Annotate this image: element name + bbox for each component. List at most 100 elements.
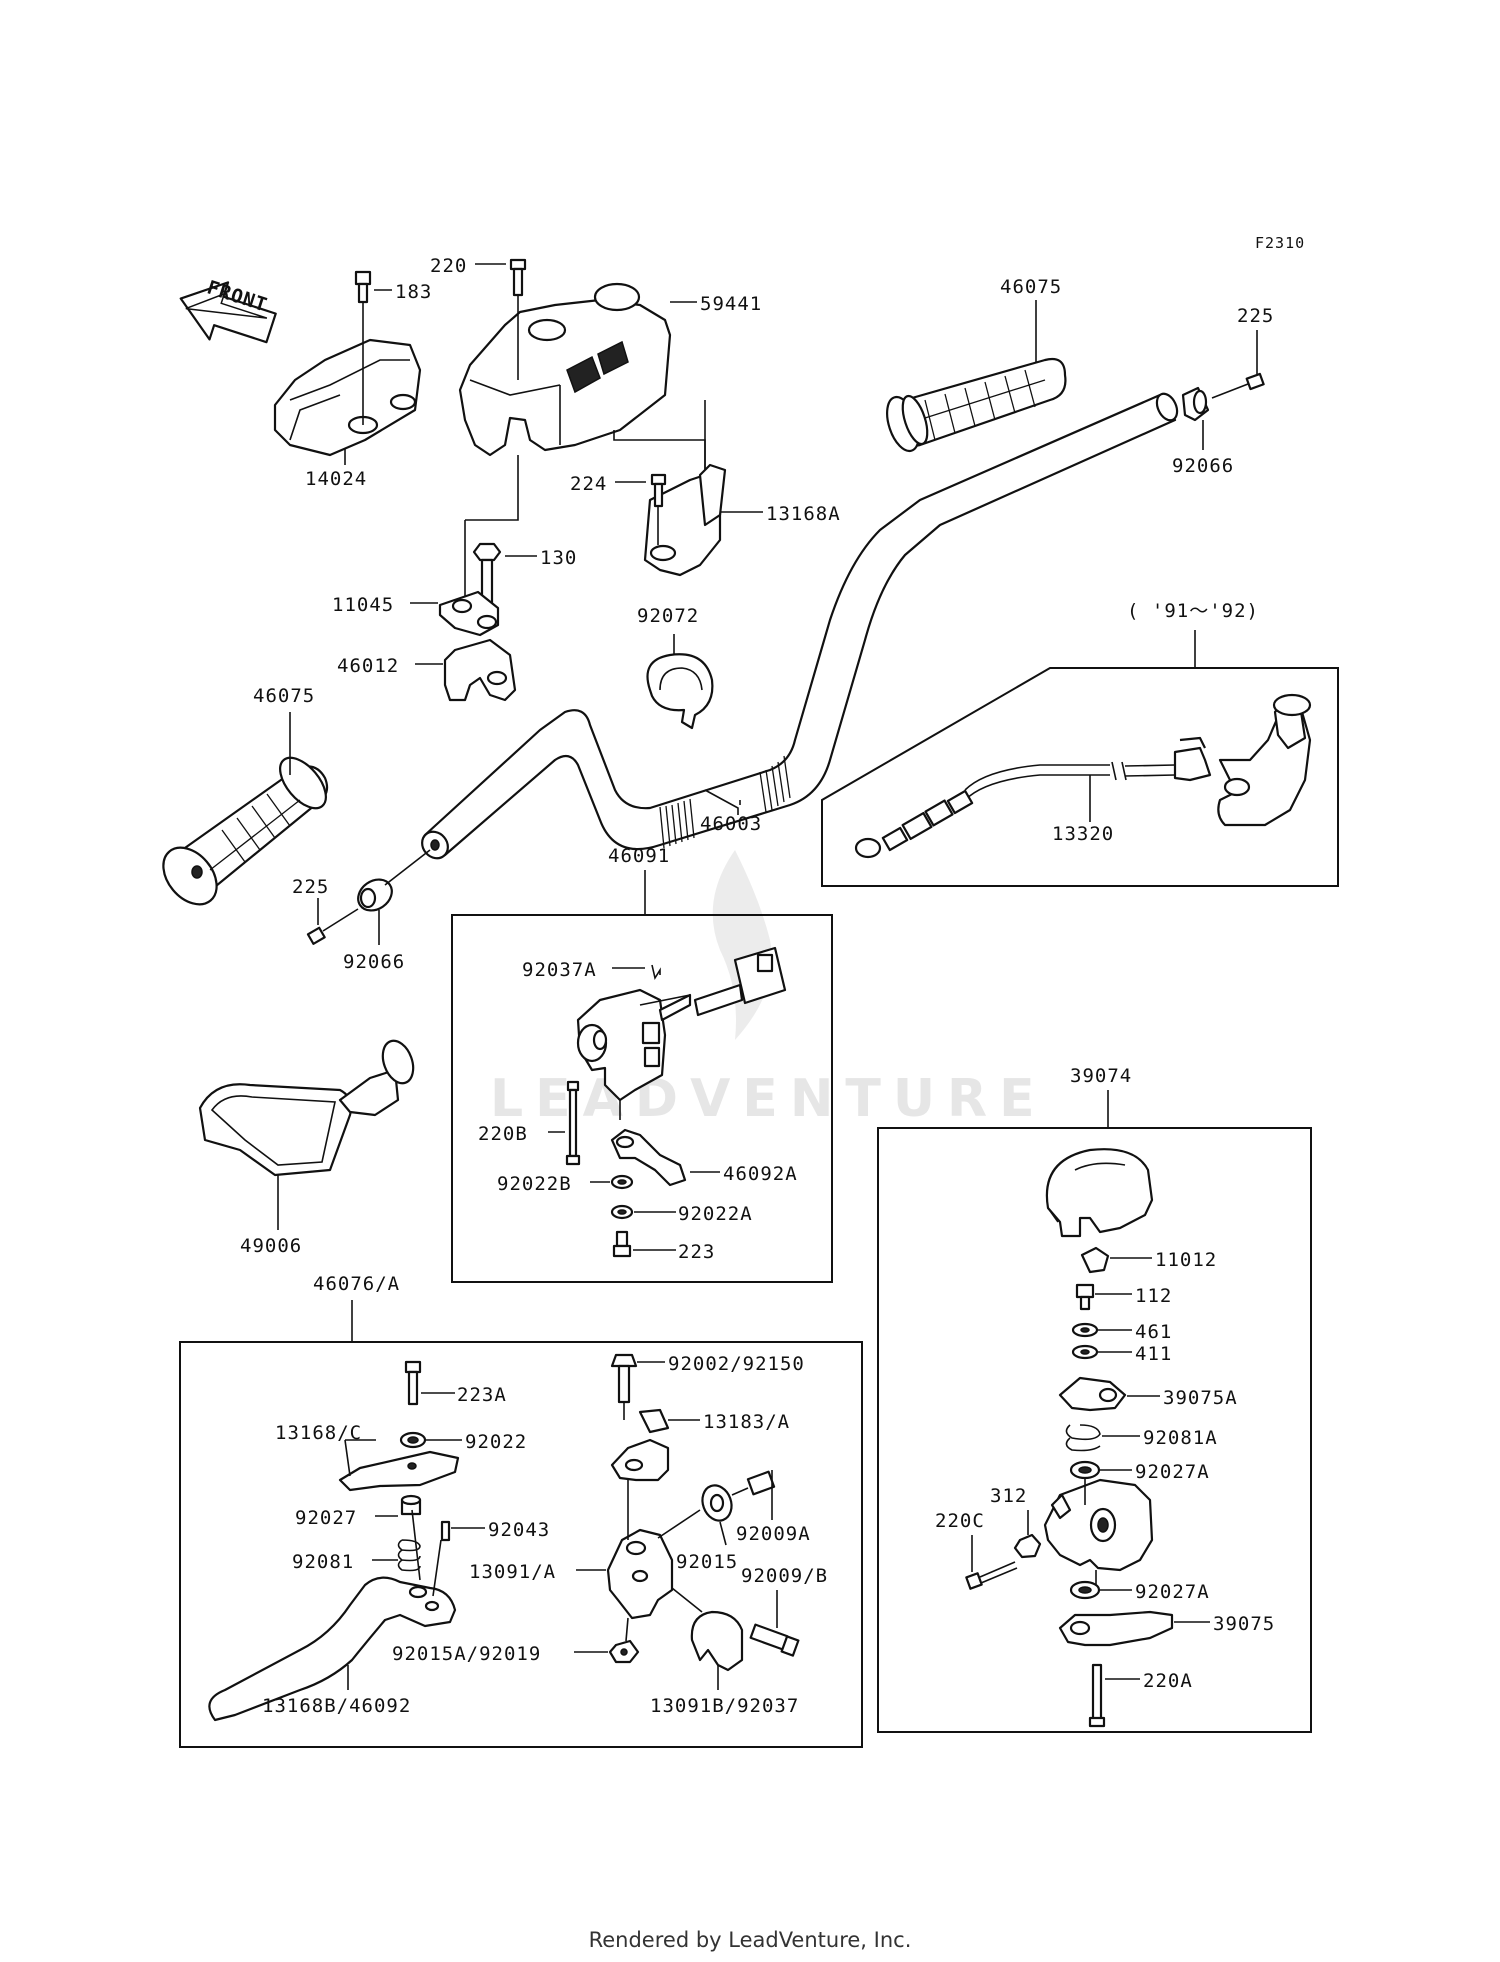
box-46076A-lever — [179, 1341, 863, 1748]
label-13320: 13320 — [1052, 823, 1114, 845]
part-92022B-washer — [610, 1174, 634, 1190]
part-92037A-pin — [651, 964, 661, 981]
label-225-right: 225 — [1237, 305, 1274, 327]
part-59441-housing-cover — [458, 282, 672, 457]
part-411-washer — [1071, 1344, 1099, 1360]
part-49006-hand-guard — [198, 1039, 415, 1177]
watermark-flame-icon — [712, 850, 772, 1040]
part-13183-bracket — [610, 1408, 670, 1482]
part-46092A-lever — [610, 1128, 687, 1187]
part-92081A-spring — [1065, 1424, 1101, 1452]
label-46076A: 46076/A — [313, 1273, 400, 1295]
label-220C: 220C — [935, 1510, 985, 1532]
label-39074: 39074 — [1070, 1065, 1132, 1087]
part-13091B-holder — [671, 1587, 744, 1672]
part-92043-pin — [440, 1520, 451, 1542]
label-223A: 223A — [457, 1384, 507, 1406]
part-11045-plate — [438, 590, 500, 637]
label-92027: 92027 — [295, 1507, 357, 1529]
label-39075A: 39075A — [1163, 1387, 1238, 1409]
label-92072: 92072 — [637, 605, 699, 627]
part-92027A-lower-collar — [1069, 1580, 1101, 1600]
label-92009A: 92009A — [736, 1523, 811, 1545]
label-183: 183 — [395, 281, 432, 303]
box-46091-switch — [451, 914, 833, 1283]
part-13168C-lever-part — [338, 1439, 460, 1492]
part-225-right-bolt — [1211, 372, 1265, 399]
part-92009A-bolt — [731, 1470, 776, 1520]
label-92015A: 92015A/92019 — [392, 1643, 541, 1665]
label-39075: 39075 — [1213, 1613, 1275, 1635]
watermark-text: LEADVENTURE — [490, 1069, 1047, 1129]
part-220B-screw — [565, 1080, 581, 1166]
year-range-box — [821, 667, 1339, 887]
part-13091-lever-bracket — [606, 1480, 674, 1620]
label-92022: 92022 — [465, 1431, 527, 1453]
part-46075-left-grip — [162, 756, 329, 906]
label-59441: 59441 — [700, 293, 762, 315]
part-92027A-upper-collar — [1069, 1460, 1101, 1480]
label-461: 461 — [1135, 1321, 1172, 1343]
box-39074-throttle — [877, 1127, 1312, 1733]
part-224-screw — [650, 473, 667, 545]
label-220-top: 220 — [430, 255, 467, 277]
label-92022A: 92022A — [678, 1203, 753, 1225]
part-92009B-bolt — [749, 1623, 800, 1657]
label-411: 411 — [1135, 1343, 1172, 1365]
part-39075A-arm — [1058, 1376, 1127, 1412]
label-92081A: 92081A — [1143, 1427, 1218, 1449]
label-92009B: 92009/B — [741, 1565, 828, 1587]
label-13183: 13183/A — [703, 1411, 790, 1433]
label-46092A: 46092A — [723, 1163, 798, 1185]
part-14024-cover — [273, 338, 422, 457]
label-46075-left: 46075 — [253, 685, 315, 707]
part-39074-throttle-cover — [1045, 1148, 1154, 1238]
label-92043: 92043 — [488, 1519, 550, 1541]
figure-code: F2310 — [1255, 234, 1305, 252]
part-92066-left-weight — [357, 878, 393, 912]
part-223-screw — [612, 1230, 632, 1258]
part-13168A-lever-holder — [643, 463, 727, 577]
part-13320-throttle-cable — [854, 736, 1212, 859]
label-13168B: 13168B/46092 — [262, 1695, 411, 1717]
front-arrow-icon — [179, 281, 277, 344]
label-92027A-lower: 92027A — [1135, 1581, 1210, 1603]
part-223A-screw — [404, 1360, 422, 1406]
label-130: 130 — [540, 547, 577, 569]
label-92037A: 92037A — [522, 959, 597, 981]
part-13168B-clutch-lever — [208, 1509, 457, 1722]
year-range-label: ( '91〜'92) — [1127, 600, 1259, 622]
part-92015A-nut — [608, 1617, 640, 1664]
label-14024: 14024 — [305, 468, 367, 490]
label-225-left: 225 — [292, 876, 329, 898]
part-92002-bolt — [610, 1353, 638, 1420]
label-92022B: 92022B — [497, 1173, 572, 1195]
label-92066-right: 92066 — [1172, 455, 1234, 477]
part-92022-washer — [399, 1431, 427, 1449]
part-112-bolt — [1075, 1283, 1095, 1311]
label-46012: 46012 — [337, 655, 399, 677]
label-46091: 46091 — [608, 845, 670, 867]
part-461-washer — [1071, 1322, 1099, 1338]
part-39075-arm — [1058, 1610, 1174, 1647]
label-11012: 11012 — [1155, 1249, 1217, 1271]
part-92015-adjuster — [657, 1484, 733, 1546]
label-220A: 220A — [1143, 1670, 1193, 1692]
part-220-screw — [509, 258, 527, 380]
part-46003-handlebar — [421, 392, 1179, 860]
label-46003: 46003 — [700, 813, 762, 835]
part-92066-right-weight — [1181, 386, 1210, 422]
label-112: 112 — [1135, 1285, 1172, 1307]
label-92015: 92015 — [676, 1551, 738, 1573]
part-throttle-housing — [1043, 1478, 1154, 1590]
label-223: 223 — [678, 1241, 715, 1263]
part-92072-clip — [646, 653, 714, 730]
part-92022A-washer — [610, 1204, 634, 1220]
part-11012-clip — [1080, 1246, 1110, 1274]
label-92027A-upper: 92027A — [1135, 1461, 1210, 1483]
label-46075-right: 46075 — [1000, 276, 1062, 298]
label-224: 224 — [570, 473, 607, 495]
label-13168A: 13168A — [766, 503, 841, 525]
label-13091B: 13091B/92037 — [650, 1695, 799, 1717]
part-46091-switch-housing — [576, 946, 787, 1120]
